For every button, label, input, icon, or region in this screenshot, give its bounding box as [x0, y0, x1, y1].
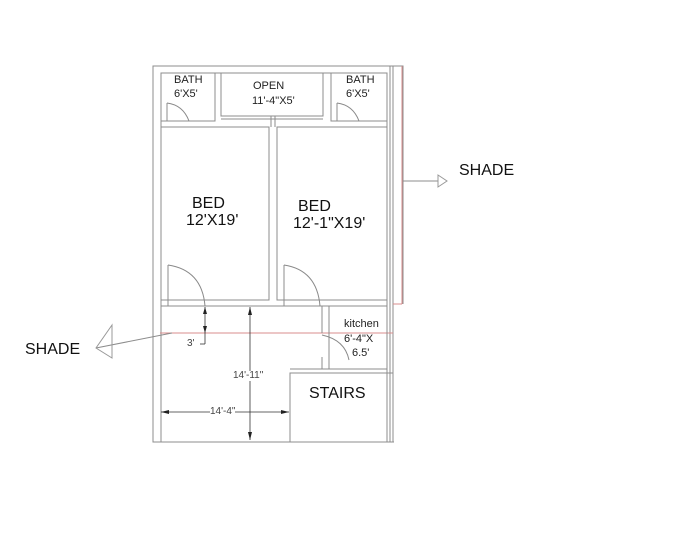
kitchen-label: kitchen: [344, 318, 379, 330]
kitchen-size-line1: 6'-4"X: [344, 333, 374, 345]
bed-right-label: BED: [298, 198, 331, 215]
stairs-box: [289, 372, 394, 443]
shade-left-leader: [95, 332, 173, 349]
bath-right-size: 6'X5': [346, 88, 370, 100]
bed-right-door-arc: [283, 264, 321, 307]
open-label: OPEN: [253, 80, 285, 92]
shade-left-arrow-icon: [95, 323, 113, 359]
bath-left-box: [160, 72, 216, 122]
shade-right-label: SHADE: [459, 162, 515, 179]
stairs-label: STAIRS: [309, 385, 366, 402]
shade-left-label: SHADE: [25, 341, 81, 358]
bed-left-label: BED: [192, 195, 225, 212]
bath-right-label: BATH: [346, 74, 375, 86]
bed-left-box: [160, 126, 270, 301]
bed-right-box: [276, 126, 388, 301]
open-box: [220, 72, 324, 117]
bed-left-door-arc: [167, 264, 206, 307]
bed-left-size: 12'X19': [186, 212, 239, 229]
bath-left-door-arc: [166, 102, 190, 122]
kitchen-door-arc: [321, 334, 350, 361]
dim-door-gap-text: 3': [187, 338, 195, 349]
shade-right-arrow-icon: [437, 174, 448, 188]
bath-left-label: BATH: [174, 74, 203, 86]
kitchen-size-line2: 6.5': [352, 347, 370, 359]
bed-right-size: 12'-1"X19': [293, 215, 366, 232]
dim-hall-width-text: 14'-4": [210, 406, 236, 417]
open-size: 11'-4"X5': [252, 95, 295, 107]
bath-left-size: 6'X5': [174, 88, 198, 100]
dim-hall-depth-text: 14'-11": [233, 370, 264, 381]
bath-right-door-arc: [336, 102, 360, 122]
